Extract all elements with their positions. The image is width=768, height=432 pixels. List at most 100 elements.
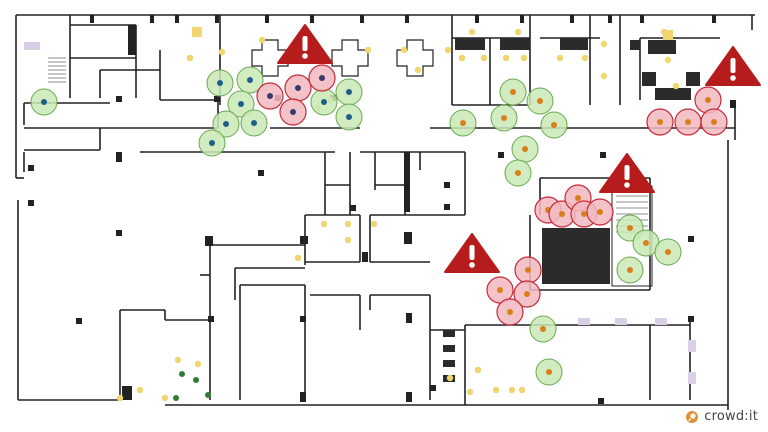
column	[300, 316, 306, 322]
cross-table	[396, 39, 434, 77]
window-pane	[615, 318, 627, 325]
column	[300, 236, 308, 244]
marker-dot	[524, 291, 530, 297]
column	[406, 392, 412, 402]
seat-dot	[508, 386, 516, 394]
marker-dot	[627, 267, 633, 273]
marker-dot	[238, 101, 244, 107]
column	[520, 15, 524, 23]
column	[214, 96, 220, 102]
marker-dot	[295, 85, 301, 91]
column	[150, 15, 154, 23]
warning-exclamation-dot	[624, 182, 630, 188]
marker-dot	[551, 122, 557, 128]
marker-dot	[559, 211, 565, 217]
marker-dot	[290, 109, 296, 115]
marker-dot	[251, 120, 257, 126]
seat-dot	[194, 360, 202, 368]
column	[640, 15, 644, 23]
seat-dot	[364, 46, 372, 54]
marker-dot	[643, 240, 649, 246]
desk	[655, 88, 691, 100]
marker-dot	[267, 93, 273, 99]
column	[208, 316, 214, 322]
seat-dot	[468, 28, 476, 36]
window-pane	[688, 340, 696, 352]
seat-dot	[474, 366, 482, 374]
brand-logo: crowd:it	[685, 409, 758, 424]
column	[300, 392, 306, 402]
column	[116, 152, 122, 162]
column	[90, 15, 94, 23]
warning-exclamation-dot	[730, 75, 736, 81]
desk	[443, 330, 455, 337]
seat-dot	[414, 66, 422, 74]
column	[475, 15, 479, 23]
seat-dot	[518, 386, 526, 394]
warning-exclamation	[730, 58, 736, 73]
seat-dot	[136, 386, 144, 394]
warning-exclamation	[624, 165, 630, 180]
seat-dot	[344, 236, 352, 244]
marker-dot	[209, 140, 215, 146]
marker-dot	[546, 369, 552, 375]
seat-dot	[400, 46, 408, 54]
seat-square	[192, 27, 202, 37]
brand-name: crowd:it	[704, 409, 758, 424]
marker-dot	[223, 121, 229, 127]
desk	[542, 228, 610, 284]
marker-dot	[247, 77, 253, 83]
marker-dot	[705, 97, 711, 103]
column	[360, 15, 364, 23]
seat-dot	[294, 254, 302, 262]
seat-dot	[466, 388, 474, 396]
column	[215, 15, 219, 23]
column	[175, 15, 179, 23]
desk	[443, 345, 455, 352]
marker-dot	[346, 89, 352, 95]
cross-table	[331, 39, 369, 77]
column	[116, 230, 122, 236]
warning-exclamation-dot	[302, 53, 308, 59]
seat-dot	[344, 220, 352, 228]
desk	[686, 72, 700, 86]
column	[730, 100, 736, 108]
column	[600, 152, 606, 158]
column	[265, 15, 269, 23]
marker-dot	[41, 99, 47, 105]
marker-dot	[319, 75, 325, 81]
desk	[500, 38, 530, 50]
marker-dot	[460, 120, 466, 126]
seat-dot	[556, 54, 564, 62]
column	[406, 313, 412, 323]
marker-dot	[540, 326, 546, 332]
plant-dot	[193, 377, 199, 383]
marker-dot	[510, 89, 516, 95]
column	[405, 15, 409, 23]
crowdit-logo-icon	[686, 410, 699, 423]
warnings-layer	[277, 24, 761, 273]
seat-dot	[672, 82, 680, 90]
column	[598, 398, 604, 404]
window-pane	[24, 42, 40, 50]
column	[444, 204, 450, 210]
marker-dot	[217, 80, 223, 86]
seat-dot	[600, 72, 608, 80]
seat-dot	[446, 374, 454, 382]
marker-dot	[497, 287, 503, 293]
seat-dot	[458, 54, 466, 62]
desk	[455, 38, 485, 50]
seat-dot	[320, 220, 328, 228]
markers-layer	[30, 64, 728, 386]
window-pane	[688, 372, 696, 384]
marker-dot	[501, 115, 507, 121]
marker-dot	[537, 98, 543, 104]
column	[404, 152, 410, 212]
seat-dot	[492, 386, 500, 394]
seat-dot	[664, 56, 672, 64]
column	[570, 15, 574, 23]
seat-dot	[258, 36, 266, 44]
marker-dot	[657, 119, 663, 125]
